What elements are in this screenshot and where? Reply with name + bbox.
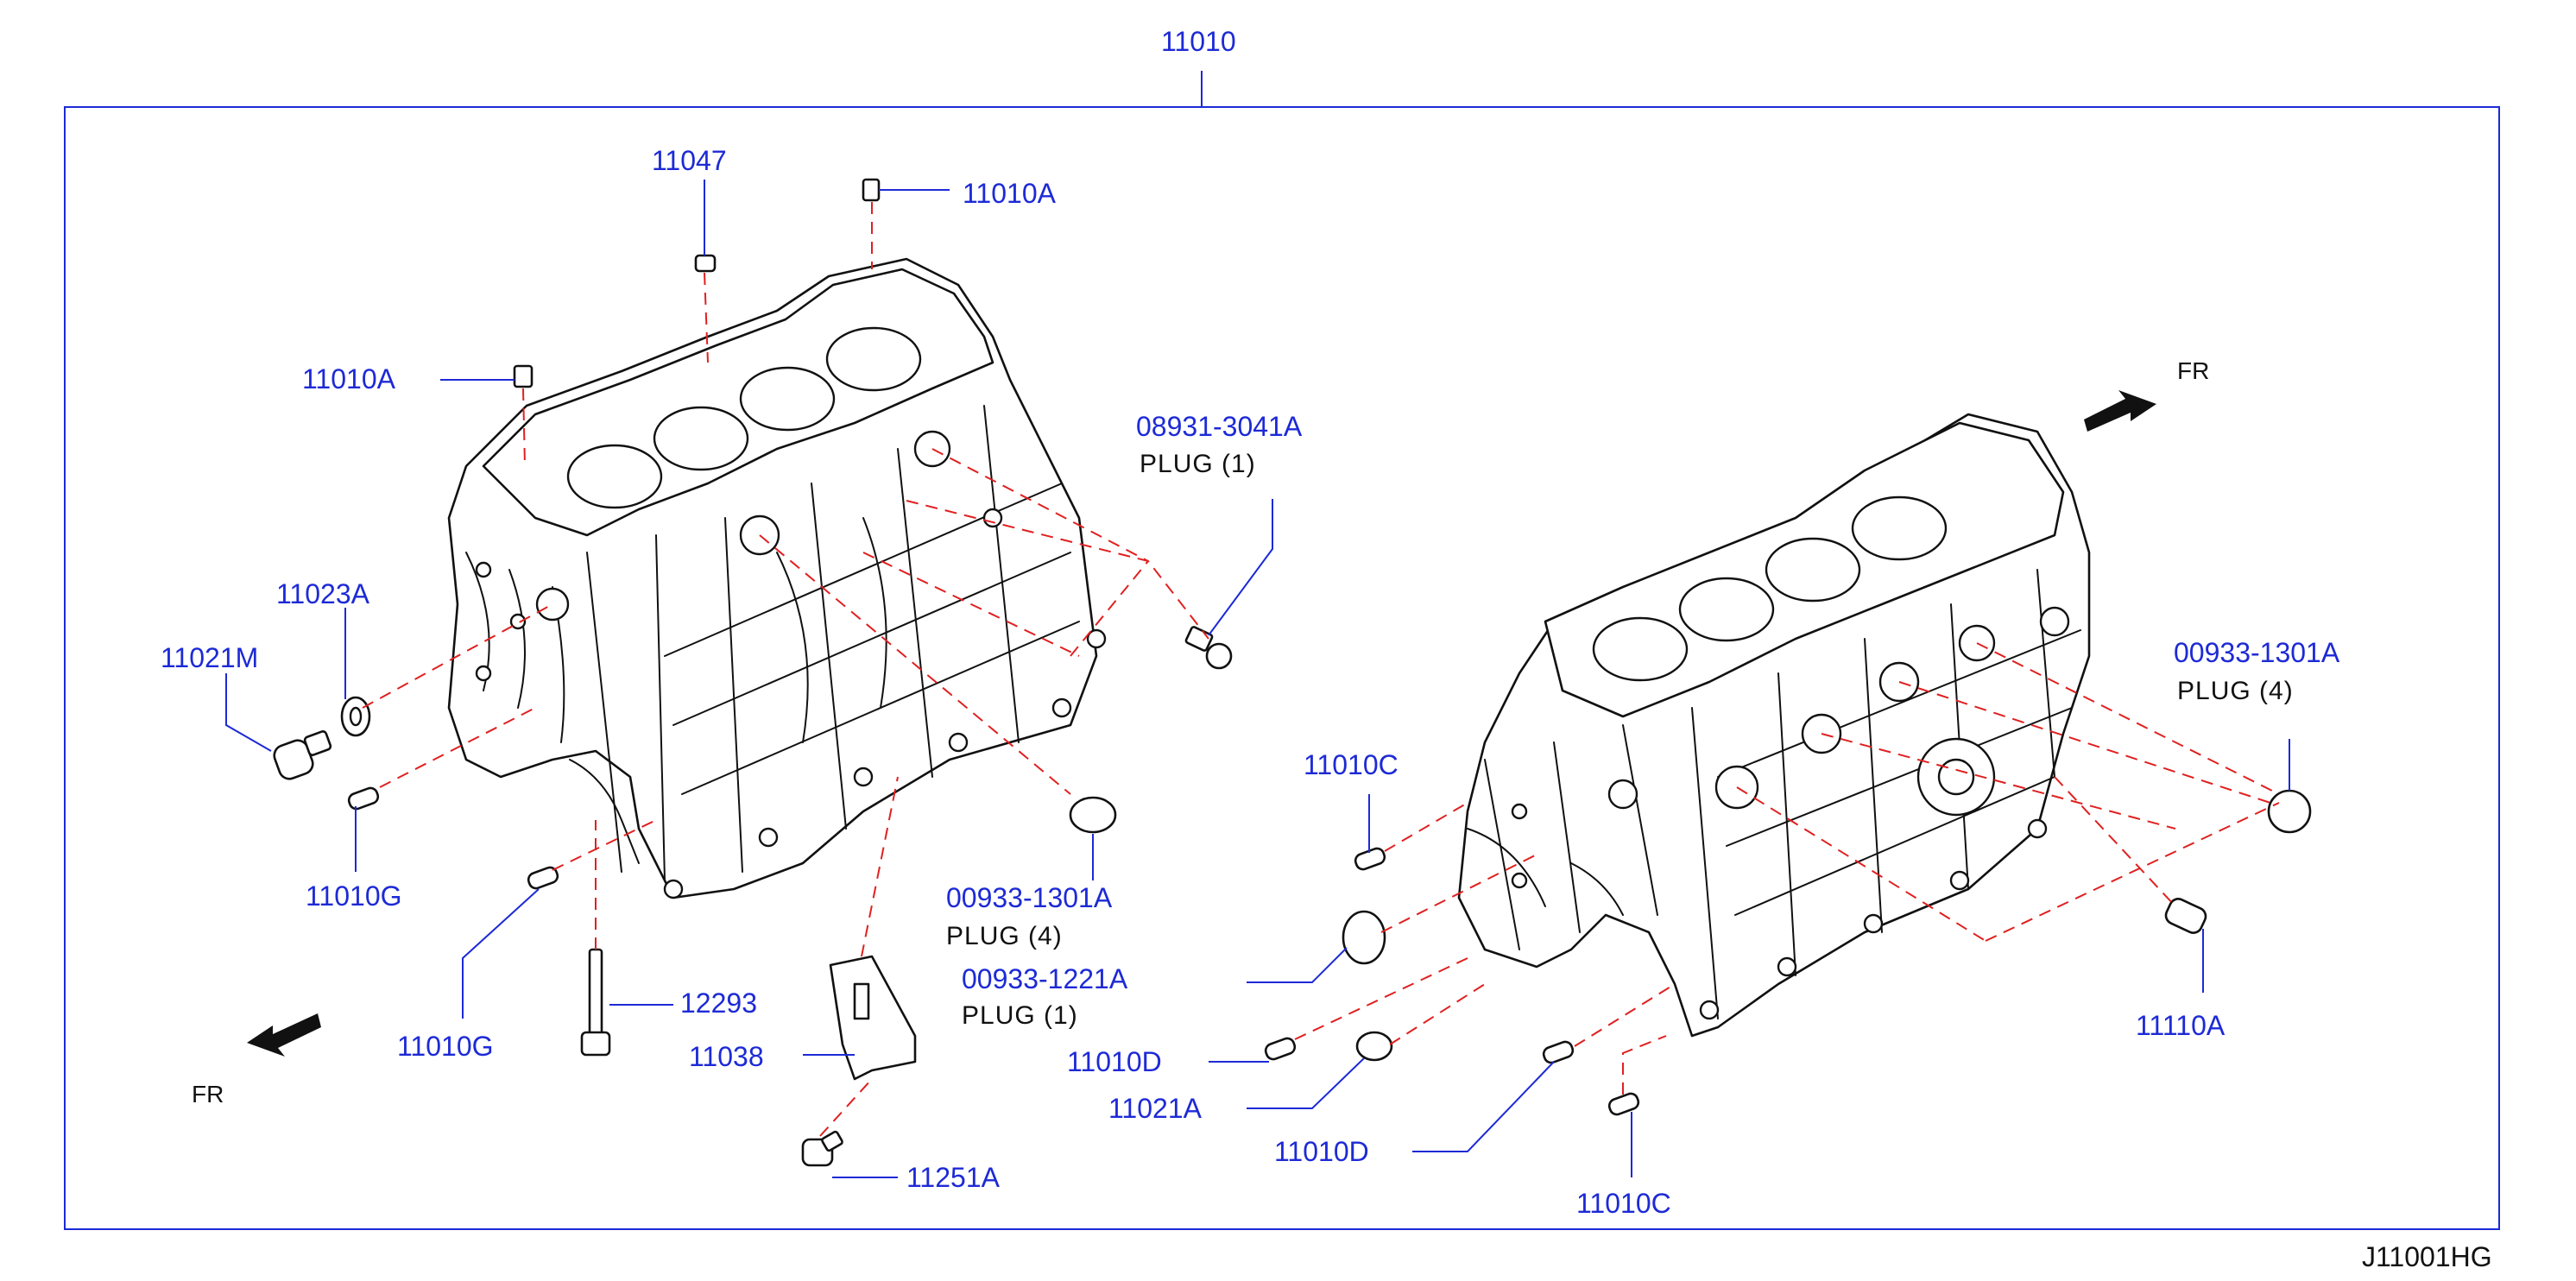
callout-11021a: 11021A <box>1108 1093 1202 1124</box>
callout-11010a-top: 11010A <box>963 178 1056 209</box>
drawing-code: J11001HG <box>2362 1241 2492 1272</box>
callout-11010c-top: 11010C <box>1304 749 1398 780</box>
cylinder-block-right <box>1457 413 2091 1038</box>
diagram-frame <box>64 106 2500 1230</box>
plug-00933-1301a-left <box>1069 796 1117 834</box>
dowel-11010d-b <box>1542 1040 1575 1064</box>
dowel-11010g-a <box>347 786 380 811</box>
plug-00933-1301a-right <box>2267 789 2312 834</box>
callout-11010d-b: 11010D <box>1274 1136 1369 1167</box>
dowel-11010g-b <box>527 866 559 890</box>
cylinder-block-left <box>447 257 1107 899</box>
dowel-11110a <box>2164 898 2207 934</box>
callout-00933-1221a: 00933-1221A <box>962 963 1128 994</box>
fr-arrow-right <box>2084 390 2156 432</box>
dowel-11047 <box>694 254 717 273</box>
desc-plug-1-mid: PLUG (1) <box>962 1001 1078 1030</box>
dowel-11010c-top <box>1354 847 1386 871</box>
callout-11021m: 11021M <box>161 642 259 673</box>
callout-11010g-b: 11010G <box>397 1031 494 1062</box>
dowel-11010a-top <box>862 178 881 202</box>
fr-arrow-left <box>247 1013 321 1057</box>
callout-11047: 11047 <box>652 145 727 176</box>
callout-11010g-a: 11010G <box>306 880 402 912</box>
bolt-12293 <box>580 948 611 1057</box>
bolt-11021m <box>273 730 332 780</box>
callout-08931-3041a: 08931-3041A <box>1136 411 1303 442</box>
callout-00933-1301a-right: 00933-1301A <box>2174 637 2340 668</box>
fr-label-left: FR <box>192 1081 224 1107</box>
callout-11010a-left: 11010A <box>302 363 395 394</box>
desc-plug-1-top: PLUG (1) <box>1140 450 1256 478</box>
washer-11023a <box>340 696 371 737</box>
dowel-11010d-a <box>1264 1037 1297 1061</box>
dowel-11010a-left <box>513 364 534 388</box>
desc-plug-4-right: PLUG (4) <box>2177 677 2294 705</box>
bracket-11038 <box>829 955 917 1081</box>
callout-11010d-a: 11010D <box>1067 1046 1162 1077</box>
leader-lines <box>225 180 2290 1178</box>
callout-00933-1301a-left: 00933-1301A <box>946 882 1113 913</box>
callout-12293: 12293 <box>680 988 757 1019</box>
plug-00933-1221a <box>1342 910 1386 965</box>
plug-08931 <box>1184 626 1233 670</box>
dowel-11010c-bottom <box>1607 1092 1640 1116</box>
callout-11038: 11038 <box>689 1041 764 1072</box>
dashed-leaders <box>362 202 2280 1137</box>
callout-11110a: 11110A <box>2136 1010 2226 1041</box>
top-part-number: 11010 <box>1161 26 1236 57</box>
callout-11023a: 11023A <box>276 578 369 609</box>
callout-11251a: 11251A <box>906 1162 1000 1193</box>
bolt-11021a <box>1355 1031 1393 1062</box>
fr-label-right: FR <box>2177 357 2210 384</box>
desc-plug-4-left: PLUG (4) <box>946 922 1063 950</box>
bolt-11251a <box>801 1130 843 1167</box>
callout-11010c-bottom: 11010C <box>1576 1188 1671 1219</box>
